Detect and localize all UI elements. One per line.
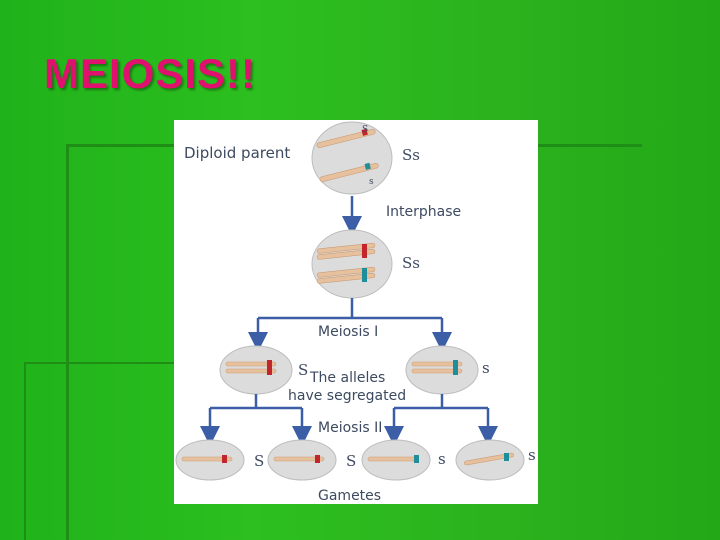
genotype-gamete-2: S <box>346 452 356 470</box>
label-meiosis-1: Meiosis I <box>318 324 378 340</box>
genotype-interphase: Ss <box>402 254 420 272</box>
genotype-parent: Ss <box>402 146 420 164</box>
gamete-cell-1 <box>175 439 245 481</box>
meiosis-diagram: S s Diploid parent Ss Interphase Ss Meio… <box>174 120 538 504</box>
label-segregated-line1: The alleles <box>309 370 385 386</box>
gamete-cell-4 <box>455 439 525 481</box>
interphase-cell <box>311 229 393 299</box>
parent-chromosome-recessive <box>319 162 379 182</box>
genotype-gamete-4: s <box>528 446 536 464</box>
gamete-cell-2 <box>267 439 337 481</box>
genotype-meiosis1-right: s <box>482 359 490 377</box>
background-line-vert <box>24 362 26 540</box>
genotype-meiosis1-left: S <box>298 361 308 379</box>
diagram-canvas: S s Diploid parent Ss Interphase Ss Meio… <box>175 121 536 504</box>
parent-cell: S s <box>311 121 393 195</box>
meiosis1-cell-left <box>219 345 293 395</box>
label-segregated-line2: have segregated <box>288 388 406 404</box>
label-diploid-parent: Diploid parent <box>184 144 290 162</box>
interphase-chromatids-dominant <box>316 242 376 260</box>
slide-title: MEIOSIS!! <box>44 50 257 97</box>
interphase-chromatids-recessive <box>316 266 376 284</box>
parent-chromosome-dominant <box>316 128 376 148</box>
background-line-mid <box>24 362 194 364</box>
interphase-cell-body <box>311 229 393 299</box>
label-interphase: Interphase <box>386 204 461 220</box>
label-meiosis-2: Meiosis II <box>318 420 382 436</box>
parent-cell-body <box>311 121 393 195</box>
parent-mark-dominant: S <box>362 125 368 135</box>
genotype-gamete-1: S <box>254 452 264 470</box>
parent-mark-recessive: s <box>369 177 374 187</box>
genotype-gamete-3: s <box>438 450 446 468</box>
background-line-left <box>66 144 69 540</box>
label-gametes: Gametes <box>318 488 381 504</box>
gamete-cell-3 <box>361 439 431 481</box>
meiosis1-cell-right <box>405 345 479 395</box>
